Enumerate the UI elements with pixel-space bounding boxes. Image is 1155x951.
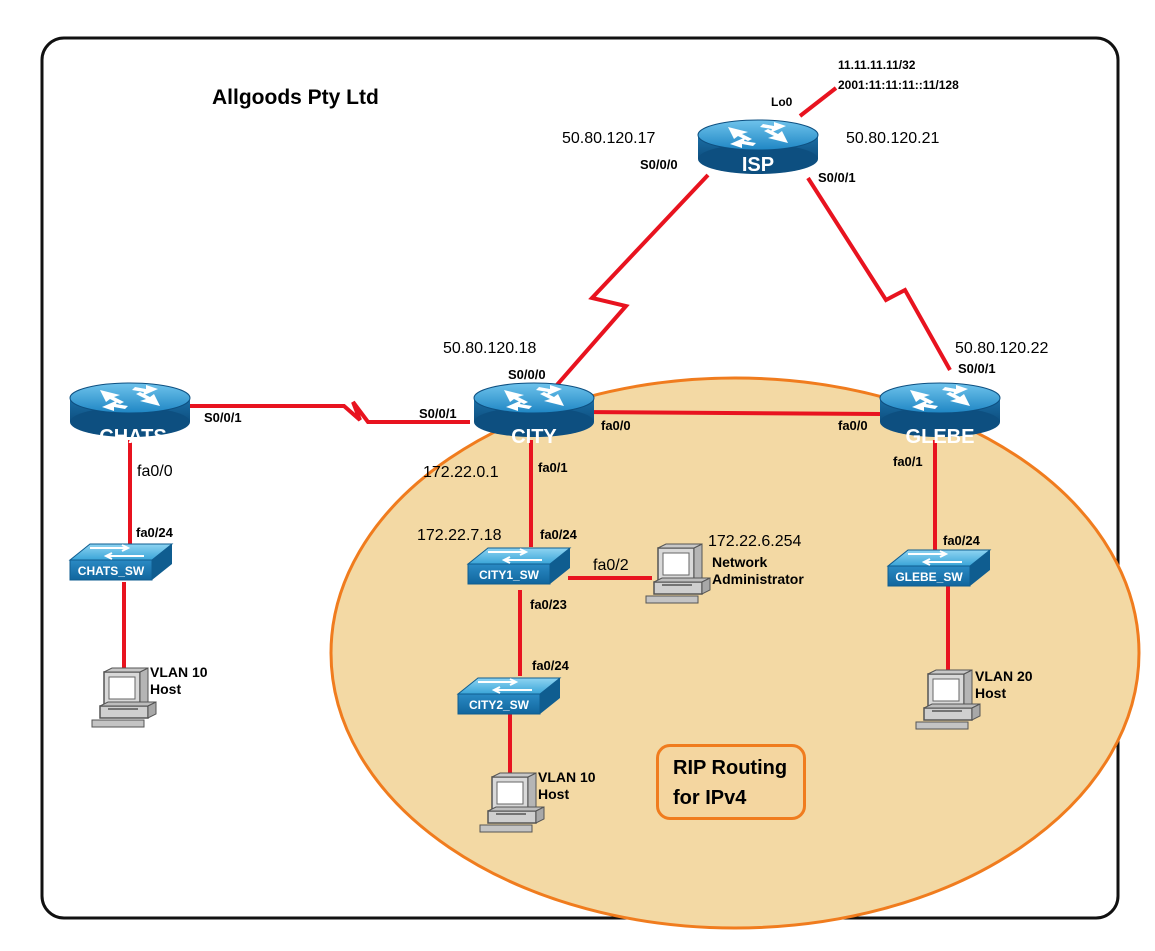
ip-isp-s001: 50.80.120.21	[846, 130, 940, 147]
port-city2-fa024: fa0/24	[532, 658, 569, 673]
switch-city1-sw[interactable]: CITY1_SW	[467, 547, 571, 585]
loopback-ipv4: 11.11.11.11/32	[838, 58, 916, 72]
port-glebe-sw-fa024: fa0/24	[943, 533, 980, 548]
switch-city2-sw[interactable]: CITY2_SW	[457, 677, 561, 715]
switch-glebe-sw[interactable]: GLEBE_SW	[887, 549, 991, 587]
link-chats-city	[162, 400, 470, 424]
port-city1-fa023: fa0/23	[530, 597, 567, 612]
link-lo0	[798, 86, 838, 118]
port-city-top: S0/0/0	[508, 367, 546, 382]
router-isp-label: ISP	[742, 154, 774, 176]
router-isp[interactable]: ISP	[697, 119, 819, 176]
loopback-port: Lo0	[771, 95, 793, 109]
rip-area	[329, 376, 1141, 930]
ip-city-fa01: 172.22.0.1	[423, 464, 499, 481]
rip-routing-label: RIP Routing for IPv4	[656, 744, 806, 820]
ip-glebe-s001: 50.80.120.22	[955, 340, 1049, 357]
rip-label-line1: RIP Routing	[673, 757, 788, 779]
link-isp-city	[554, 173, 710, 388]
router-city[interactable]: CITY	[473, 382, 595, 448]
port-isp-left: S0/0/0	[640, 157, 678, 172]
router-city-label: CITY	[511, 426, 557, 448]
ip-city-s000: 50.80.120.18	[443, 340, 537, 357]
ip-city1-sw: 172.22.7.18	[417, 527, 502, 544]
switch-glebe-sw-label: GLEBE_SW	[895, 570, 963, 584]
port-glebe-fa00: fa0/0	[838, 418, 868, 433]
switch-chats-sw[interactable]: CHATS_SW	[69, 543, 173, 581]
admin-label-line2: Administrator	[712, 571, 804, 587]
switch-city2-sw-label: CITY2_SW	[469, 698, 530, 712]
port-city-serial: S0/0/1	[419, 406, 457, 421]
ip-isp-s000: 50.80.120.17	[562, 130, 656, 147]
city-host-label: Host	[538, 786, 570, 802]
switch-chats-sw-label: CHATS_SW	[78, 564, 145, 578]
rip-label-line2: for IPv4	[673, 787, 747, 809]
glebe-host-label: Host	[975, 685, 1007, 701]
chats-host-label: Host	[150, 681, 182, 697]
link-isp-glebe	[806, 176, 952, 371]
port-city-fa01: fa0/1	[538, 460, 568, 475]
router-chats[interactable]: CHATS	[69, 382, 191, 448]
router-glebe-label: GLEBE	[906, 426, 975, 448]
port-chats-sw-fa024: fa0/24	[136, 525, 173, 540]
port-glebe-top: S0/0/1	[958, 361, 996, 376]
chats-host-vlan: VLAN 10	[150, 664, 208, 680]
glebe-host-vlan: VLAN 20	[975, 668, 1033, 684]
ip-admin-pc: 172.22.6.254	[708, 533, 802, 550]
port-chats-serial: S0/0/1	[204, 410, 242, 425]
router-chats-label: CHATS	[99, 426, 166, 448]
link-city-glebe	[579, 410, 881, 416]
city-host-vlan: VLAN 10	[538, 769, 596, 785]
diagram-title: Allgoods Pty Ltd	[212, 86, 379, 109]
router-glebe[interactable]: GLEBE	[879, 382, 1001, 448]
port-isp-right: S0/0/1	[818, 170, 856, 185]
port-city1-fa024: fa0/24	[540, 527, 577, 542]
switch-city1-sw-label: CITY1_SW	[479, 568, 540, 582]
port-glebe-fa01: fa0/1	[893, 454, 923, 469]
admin-label-line1: Network	[712, 554, 768, 570]
port-chats-fa00: fa0/0	[137, 463, 173, 480]
port-city1-fa02: fa0/2	[593, 557, 629, 574]
port-city-fa00: fa0/0	[601, 418, 631, 433]
loopback-ipv6: 2001:11:11:11::11/128	[838, 78, 959, 92]
